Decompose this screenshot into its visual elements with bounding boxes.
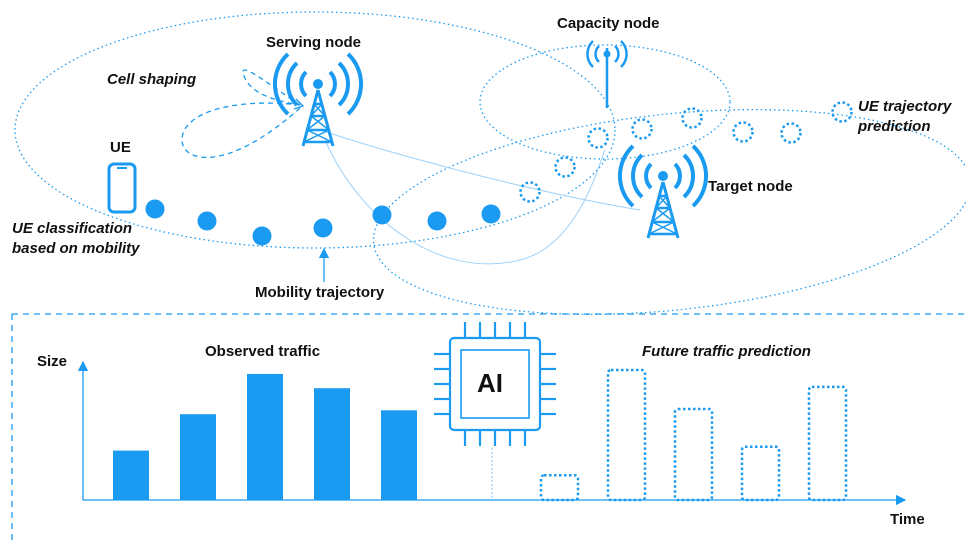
predicted-dot xyxy=(780,122,802,144)
serving-cell-coverage xyxy=(14,11,616,249)
cell-shaping-label: Cell shaping xyxy=(107,71,197,88)
predicted-dot xyxy=(631,118,653,140)
serving-node-antenna-tower-icon xyxy=(272,52,364,148)
trajectory-dot xyxy=(372,205,392,225)
predicted-trajectory-dots xyxy=(519,101,853,203)
ue-classification-label-line1: UE classification xyxy=(12,220,133,237)
target-node-antenna-tower-icon xyxy=(617,144,709,240)
observed-traffic-bar-5 xyxy=(381,410,417,500)
predicted-traffic-bar-4 xyxy=(740,445,781,502)
ue-label: UE xyxy=(110,139,131,156)
predicted-traffic-bar-1 xyxy=(539,474,580,502)
predicted-dot xyxy=(519,181,541,203)
ue-trajectory-prediction-label-line2: prediction xyxy=(858,118,931,135)
observed-traffic-bar-4 xyxy=(314,388,350,500)
ue-trajectory-prediction-label-line1: UE trajectory xyxy=(858,98,952,115)
future-traffic-prediction-bars xyxy=(539,368,848,502)
predicted-dot xyxy=(587,127,609,149)
target-node-label: Target node xyxy=(708,178,793,195)
ue-classification-label-line2: based on mobility xyxy=(12,240,140,257)
capacity-node-antenna-icon xyxy=(586,40,628,108)
observed-traffic-bars xyxy=(113,373,417,500)
predicted-dot xyxy=(554,156,576,178)
predicted-traffic-bar-3 xyxy=(673,407,714,502)
trajectory-dot xyxy=(427,211,447,231)
mobility-trajectory-dots xyxy=(145,199,501,246)
predicted-dot xyxy=(732,121,754,143)
observed-traffic-label: Observed traffic xyxy=(205,343,321,360)
smartphone-icon xyxy=(107,162,137,214)
size-axis-label: Size xyxy=(37,353,68,370)
trajectory-dot xyxy=(252,226,272,246)
trajectory-dot xyxy=(197,211,217,231)
mobility-trajectory-label: Mobility trajectory xyxy=(255,284,385,301)
predicted-dot xyxy=(831,101,853,123)
observed-traffic-bar-1 xyxy=(113,450,149,500)
predicted-traffic-bar-2 xyxy=(606,368,647,502)
future-traffic-prediction-label: Future traffic prediction xyxy=(642,343,811,360)
ai-chip-label: AI xyxy=(477,368,503,398)
serving-beam-line xyxy=(319,129,641,211)
capacity-node-label: Capacity node xyxy=(557,15,660,32)
time-axis-label: Time xyxy=(890,511,925,528)
trajectory-dot xyxy=(145,199,165,219)
predicted-traffic-bar-5 xyxy=(807,385,848,502)
predicted-dot xyxy=(681,107,703,129)
serving-node-label: Serving node xyxy=(266,34,362,51)
capacity-cell-coverage xyxy=(479,44,731,160)
ai-chip-icon xyxy=(434,322,556,446)
cell-shaping-arrowhead xyxy=(293,98,305,110)
cell-shaping-beam xyxy=(181,69,301,159)
trajectory-dot xyxy=(481,204,501,224)
serving-beam-curve xyxy=(324,139,606,265)
observed-traffic-bar-2 xyxy=(180,414,216,500)
observed-traffic-bar-3 xyxy=(247,373,283,500)
trajectory-dot xyxy=(313,218,333,238)
